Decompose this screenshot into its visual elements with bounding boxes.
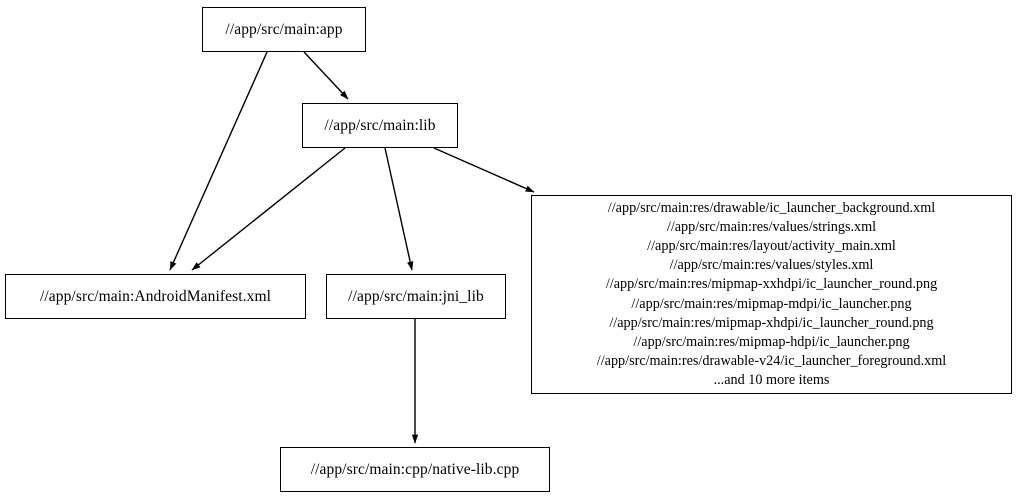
graph-node-jni-lib[interactable]: //app/src/main:jni_lib: [326, 274, 506, 319]
graph-node-app[interactable]: //app/src/main:app: [202, 7, 366, 52]
edge-lib-to-manifest: [191, 147, 346, 271]
graph-node-native-lib-cpp[interactable]: //app/src/main:cpp/native-lib.cpp: [280, 447, 550, 492]
graph-node-android-manifest-label: //app/src/main:AndroidManifest.xml: [39, 287, 272, 305]
edge-lib-to-res: [433, 147, 535, 193]
graph-node-native-lib-cpp-label: //app/src/main:cpp/native-lib.cpp: [310, 460, 520, 478]
graph-node-jni-lib-label: //app/src/main:jni_lib: [348, 287, 484, 305]
graph-node-lib[interactable]: //app/src/main:lib: [302, 103, 458, 148]
graph-node-res-group[interactable]: //app/src/main:res/drawable/ic_launcher_…: [531, 195, 1012, 394]
edge-lib-to-jni: [384, 147, 414, 271]
graph-node-app-label: //app/src/main:app: [225, 20, 343, 38]
edge-app-to-lib: [303, 51, 349, 100]
graph-node-android-manifest[interactable]: //app/src/main:AndroidManifest.xml: [5, 274, 306, 319]
edge-app-to-manifest: [169, 51, 268, 271]
graph-node-res-group-label: //app/src/main:res/drawable/ic_launcher_…: [596, 200, 947, 388]
graph-node-lib-label: //app/src/main:lib: [324, 116, 436, 134]
